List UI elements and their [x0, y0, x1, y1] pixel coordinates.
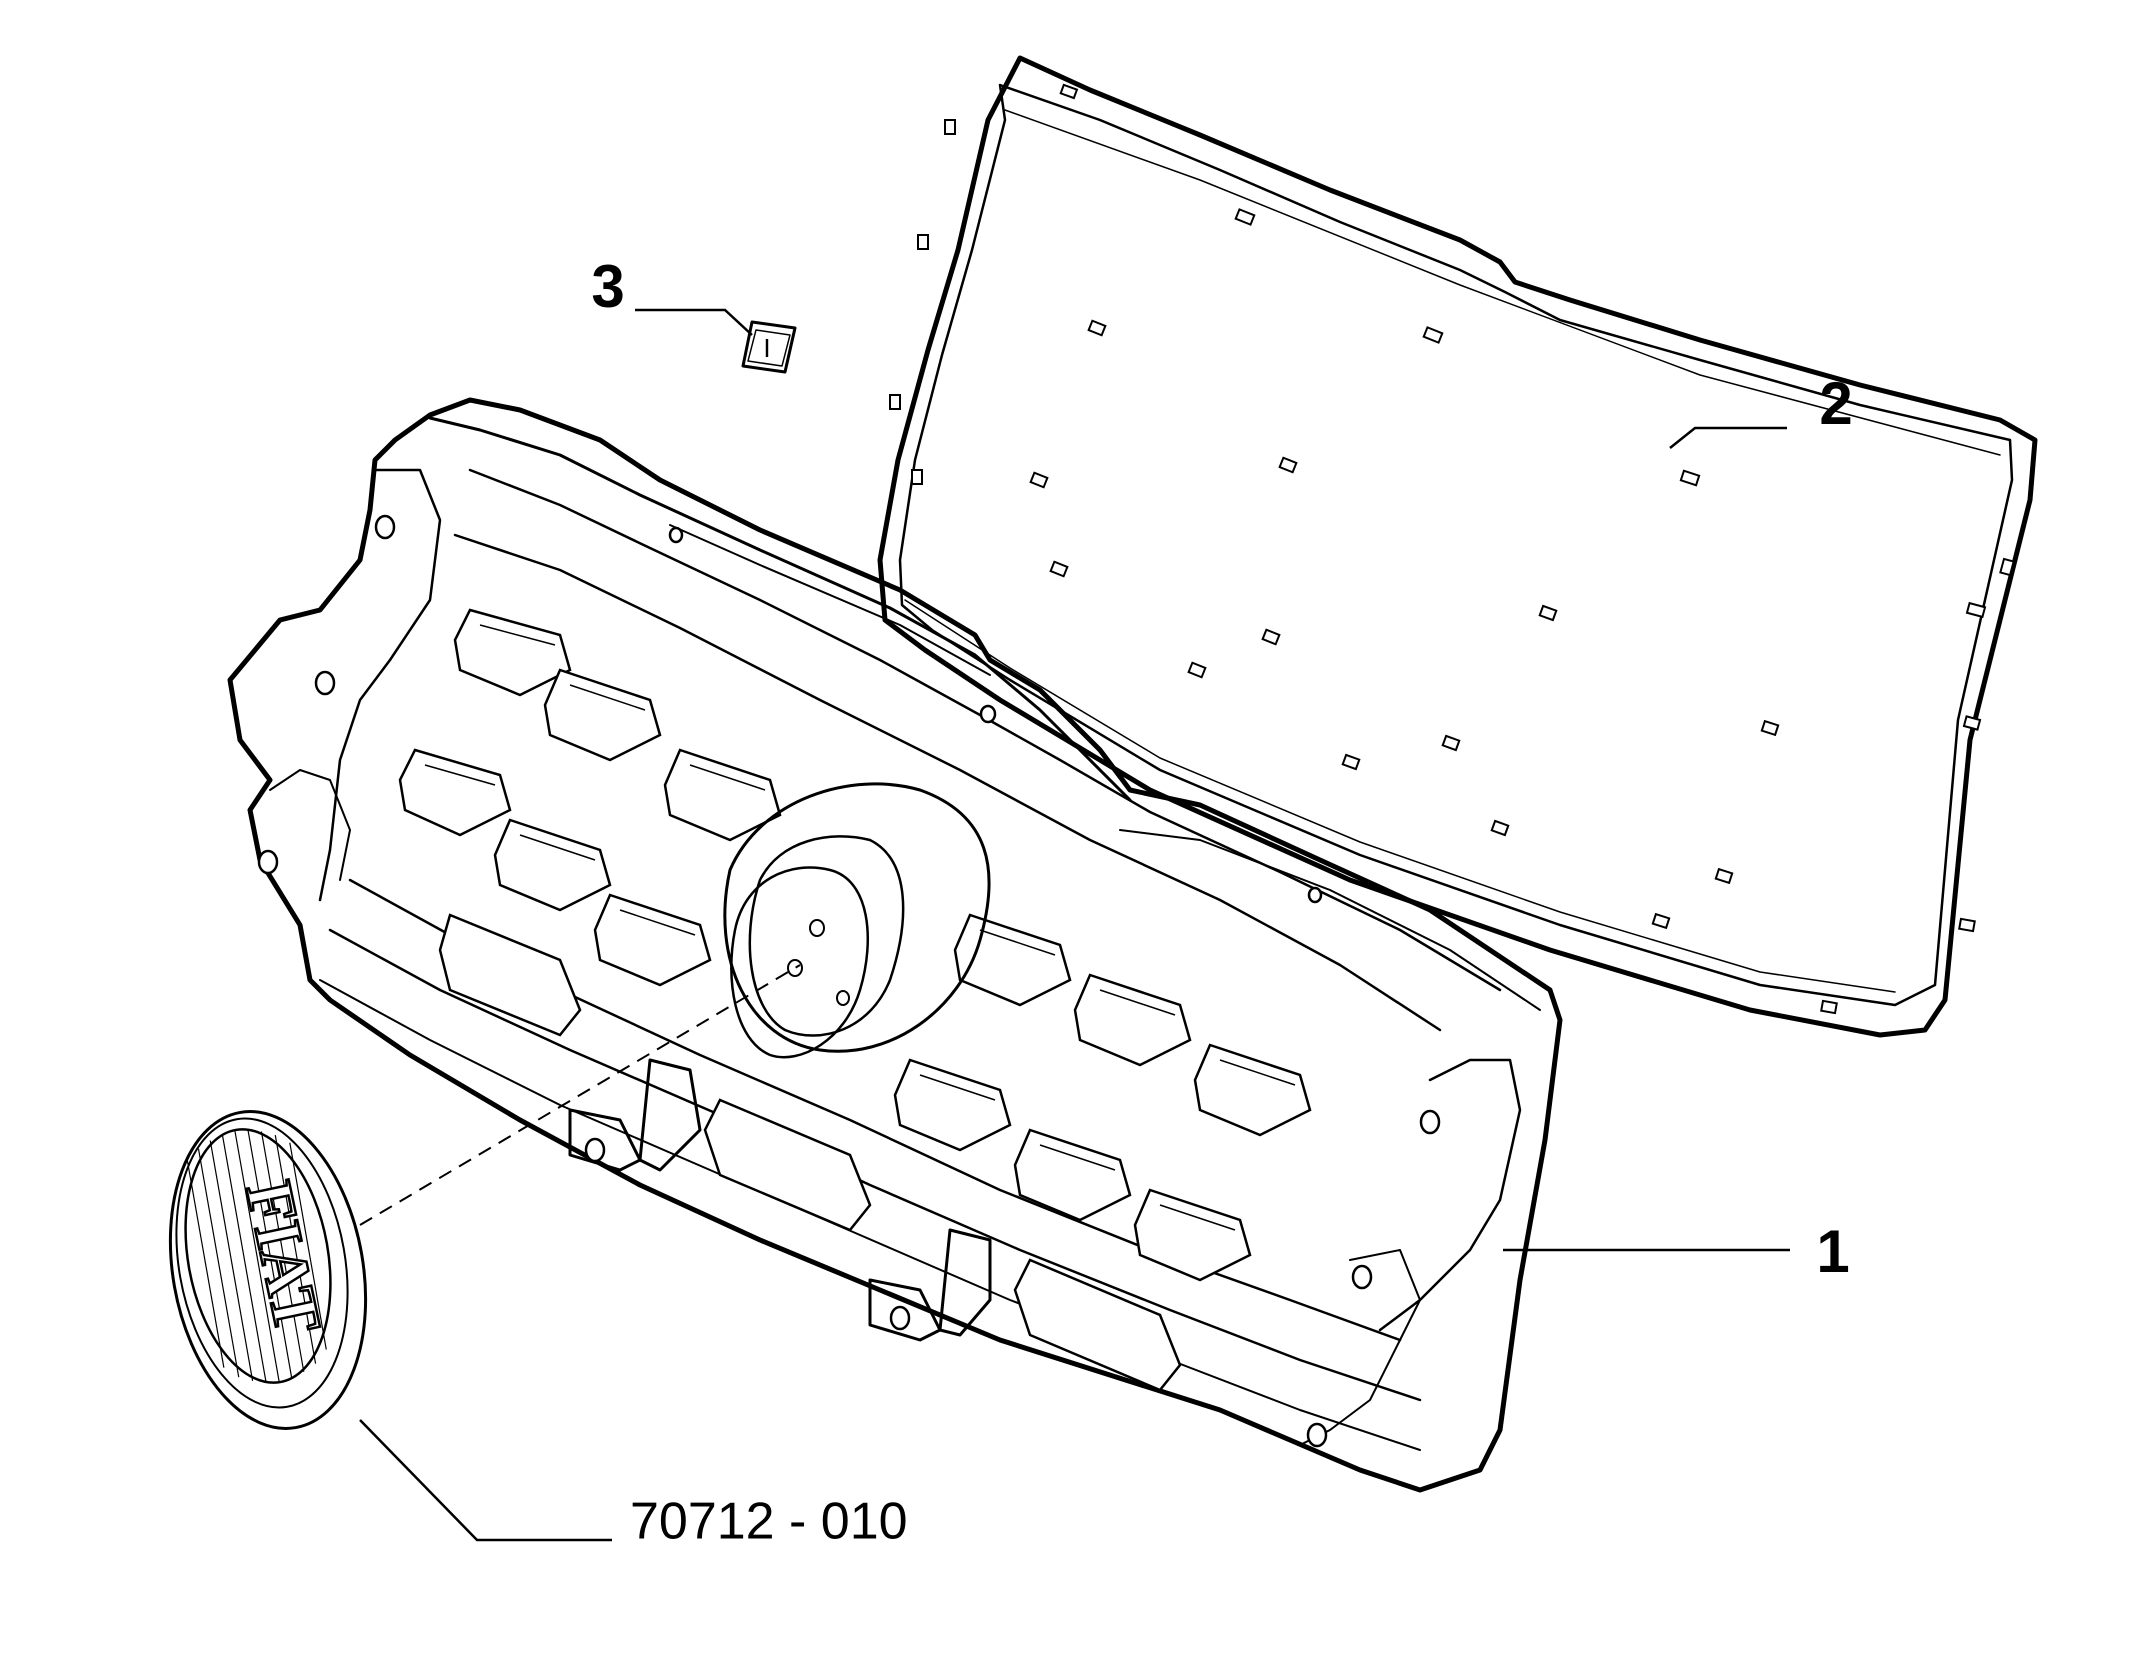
leader-line-ref — [359, 1419, 612, 1542]
assembly-dashed-line — [359, 964, 801, 1226]
clip-glyph: I — [763, 333, 770, 363]
leader-lines — [359, 308, 1790, 1542]
part-2-mesh-panel — [877, 55, 2038, 1038]
reference-number-label: 70712 - 010 — [630, 1493, 908, 1551]
fiat-logo-lettering: FIAT — [231, 1175, 334, 1340]
fiat-badge: FIAT — [168, 1110, 368, 1430]
grille-mounting-holes — [257, 514, 1441, 1448]
callout-3: 3 — [591, 253, 624, 320]
grille-lower-lugs — [568, 1058, 992, 1342]
callout-1: 1 — [1816, 1218, 1849, 1285]
part-1-grille-frame — [227, 397, 1563, 1493]
part-3-clip: I — [741, 320, 797, 374]
leader-line-2 — [1669, 426, 1787, 449]
grille-badge-housing — [723, 782, 991, 1059]
leader-line-3 — [635, 308, 753, 336]
callout-2: 2 — [1819, 370, 1852, 437]
panel-clip-tabs — [889, 83, 2015, 1015]
grille-lower-slots — [438, 913, 1182, 1392]
grille-louvers — [398, 608, 1312, 1282]
